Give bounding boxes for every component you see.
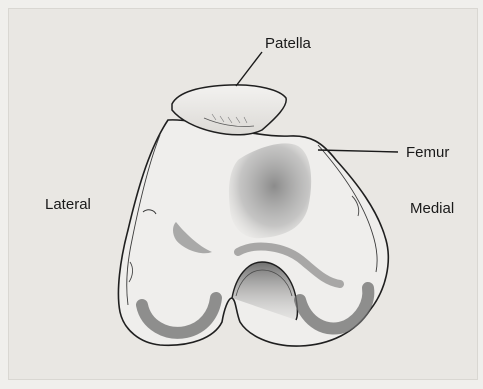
femur-label: Femur (406, 145, 449, 160)
patella-label: Patella (265, 36, 311, 51)
medial-label: Medial (410, 201, 454, 216)
lateral-label: Lateral (45, 197, 91, 212)
patella-leader-line (236, 52, 262, 86)
femur-leader-line (318, 150, 398, 152)
